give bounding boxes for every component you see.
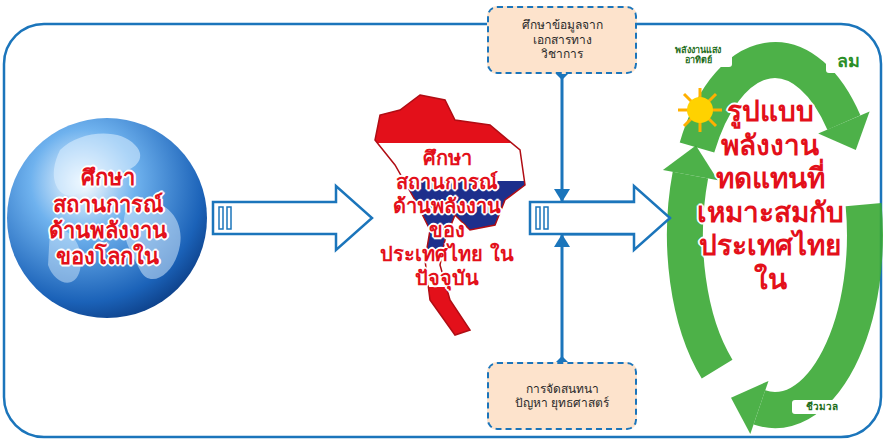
arrow-bar xyxy=(219,207,223,229)
icon-label: ชีวมวล xyxy=(792,400,852,414)
recycle-head xyxy=(818,111,869,150)
recycle-head xyxy=(731,381,769,434)
outcome-node: รูปแบบ พลังงาน ทดแทนที่ เหมาะสมกับ ประเท… xyxy=(670,95,870,341)
source-box: การจัดสนทนา ปัญหา ยุทธศาสตร์ xyxy=(487,362,637,430)
flow-arrow xyxy=(213,186,372,250)
icon-label: พลังงานแสงอาทิตย์ xyxy=(664,44,732,67)
feed-connector xyxy=(562,74,670,218)
sun-ray xyxy=(684,94,716,126)
flow-arrow xyxy=(530,186,670,250)
node-text: การจัดสนทนา ปัญหา ยุทธศาสตร์ xyxy=(514,382,610,411)
globe-node: ศึกษา สถานการณ์ ด้านพลังงาน ของโลกใน xyxy=(10,118,205,318)
feed-heads xyxy=(554,189,570,247)
arrow-bar xyxy=(544,207,548,229)
icon-label: ลม xyxy=(826,50,870,73)
source-box: ศึกษาข้อมูลจาก เอกสารทาง วิชาการ xyxy=(487,6,637,74)
recycle-arrows xyxy=(685,60,865,410)
node-text: รูปแบบ พลังงาน ทดแทนที่ เหมาะสมกับ ประเท… xyxy=(685,95,855,297)
feed-arrowhead xyxy=(554,234,570,247)
feed-arrowhead xyxy=(554,189,570,202)
thailand-node: ศึกษา สถานการณ์ ด้านพลังงาน ของประเทศไทย… xyxy=(372,118,522,318)
sun-disc xyxy=(687,97,713,123)
recycle-head xyxy=(663,146,718,181)
globe xyxy=(7,118,207,318)
frame xyxy=(4,24,881,437)
sun xyxy=(678,88,722,132)
node-text: ศึกษา สถานการณ์ ด้านพลังงาน ของโลกใน xyxy=(38,165,178,271)
arrow-bar xyxy=(227,207,231,229)
node-text: ศึกษาข้อมูลจาก เอกสารทาง วิชาการ xyxy=(514,18,610,61)
thailand-map xyxy=(375,95,525,335)
sun-ray xyxy=(684,94,716,126)
feed-connector xyxy=(562,218,670,362)
node-text: ศึกษา สถานการณ์ ด้านพลังงาน ของประเทศไทย… xyxy=(378,146,516,290)
arrow-bar xyxy=(536,207,540,229)
